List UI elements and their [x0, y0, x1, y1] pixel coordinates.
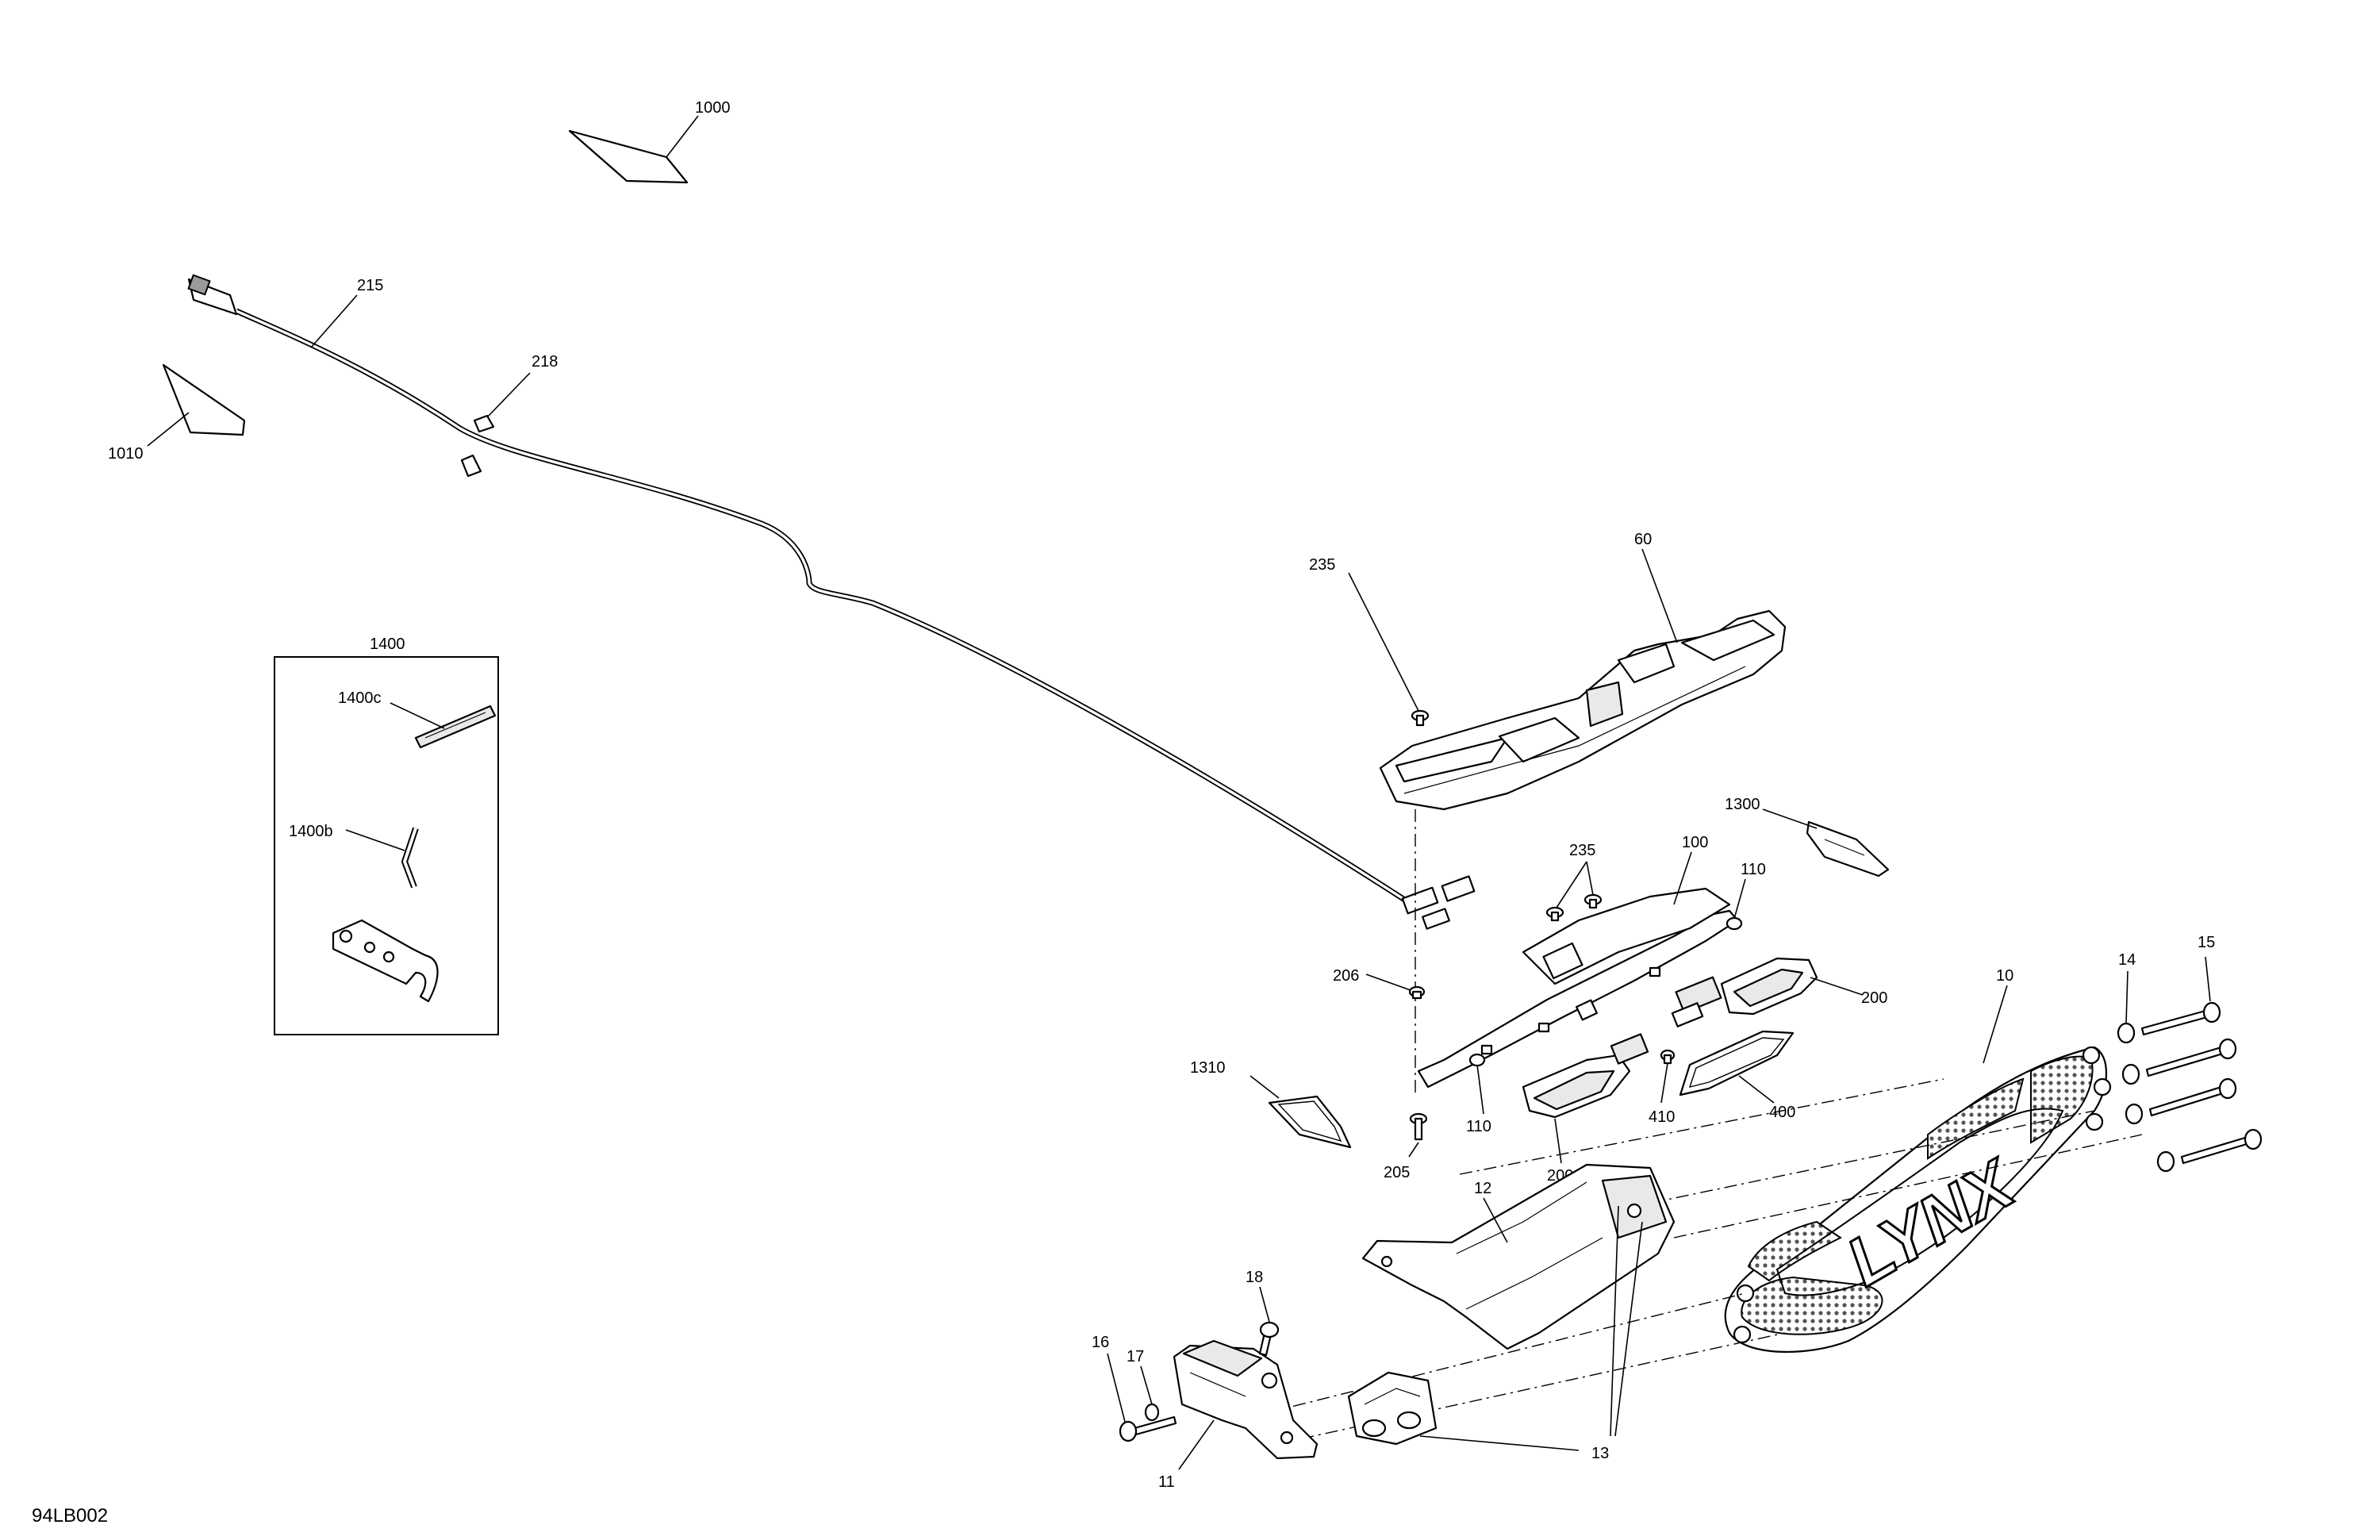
grommet-110-lower[interactable]	[1468, 1053, 1486, 1067]
spanner-wrench-1400[interactable]	[332, 919, 439, 1003]
kit-box-label: 1400	[370, 636, 405, 653]
callout-110-upper: 110	[1741, 861, 1766, 878]
screw-235-upper[interactable]	[1411, 709, 1430, 727]
callout-18: 18	[1246, 1269, 1263, 1286]
callout-205: 205	[1384, 1164, 1410, 1181]
callout-1300: 1300	[1725, 796, 1760, 813]
screws-235-lower[interactable]	[1545, 893, 1603, 922]
bolt-16[interactable]	[1119, 1415, 1177, 1442]
washer-17[interactable]	[1144, 1403, 1160, 1422]
nut-410[interactable]	[1660, 1049, 1676, 1065]
callout-11: 11	[1158, 1473, 1175, 1491]
callout-16: 16	[1092, 1334, 1109, 1351]
tow-bracket-11[interactable]	[1173, 1339, 1319, 1460]
grommet-110-upper[interactable]	[1726, 916, 1743, 931]
reflector-1310[interactable]	[1268, 1095, 1352, 1149]
callout-410: 410	[1649, 1108, 1675, 1126]
hex-key-1400b[interactable]	[401, 827, 419, 889]
led-lamp-200-upper[interactable]	[1671, 957, 1818, 1027]
callout-1400c: 1400c	[338, 689, 382, 707]
nut-206[interactable]	[1408, 985, 1426, 1000]
callout-235-lower: 235	[1569, 842, 1595, 859]
light-bracket-100[interactable]	[1417, 887, 1739, 1089]
callout-100: 100	[1682, 834, 1708, 851]
callout-1010: 1010	[108, 445, 144, 463]
spacers-13[interactable]	[1347, 1371, 1438, 1446]
callout-10: 10	[1996, 967, 2013, 985]
taillight-housing-60[interactable]	[1379, 609, 1787, 811]
bolt-18[interactable]	[1258, 1321, 1280, 1357]
bumper-support-12[interactable]	[1361, 1163, 1676, 1350]
callout-218: 218	[532, 353, 558, 371]
reflector-1300[interactable]	[1806, 820, 1890, 878]
clip-218[interactable]	[460, 414, 495, 478]
lens-400[interactable]	[1679, 1030, 1795, 1096]
strap-1400c[interactable]	[414, 705, 497, 749]
callout-400: 400	[1769, 1104, 1795, 1121]
callout-1000: 1000	[695, 99, 731, 117]
led-lamp-200-lower[interactable]	[1522, 1033, 1649, 1119]
callout-13: 13	[1591, 1445, 1609, 1462]
wiring-harness-215[interactable]	[187, 274, 1476, 930]
bolts-15[interactable]	[2140, 1001, 2263, 1165]
screw-205[interactable]	[1409, 1112, 1428, 1141]
callout-15: 15	[2198, 934, 2215, 951]
callout-17: 17	[1127, 1348, 1144, 1365]
decal-1000[interactable]	[568, 129, 689, 184]
washers-14[interactable]	[2117, 1022, 2175, 1173]
callout-60: 60	[1634, 531, 1652, 548]
callout-206: 206	[1333, 967, 1359, 985]
callout-1400b: 1400b	[289, 823, 333, 840]
callout-12: 12	[1474, 1180, 1491, 1197]
decal-1010[interactable]	[162, 363, 246, 436]
rear-bumper-10[interactable]: LYNX	[1724, 1046, 2112, 1354]
callout-235-upper: 235	[1309, 556, 1335, 574]
callout-215: 215	[357, 277, 383, 294]
callout-1310: 1310	[1190, 1059, 1226, 1077]
callout-200-upper: 200	[1861, 989, 1887, 1007]
callout-110-lower: 110	[1466, 1118, 1491, 1135]
tool-kit-box	[274, 656, 499, 1035]
callout-14: 14	[2118, 951, 2136, 969]
diagram-code: 94LB002	[32, 1505, 108, 1527]
